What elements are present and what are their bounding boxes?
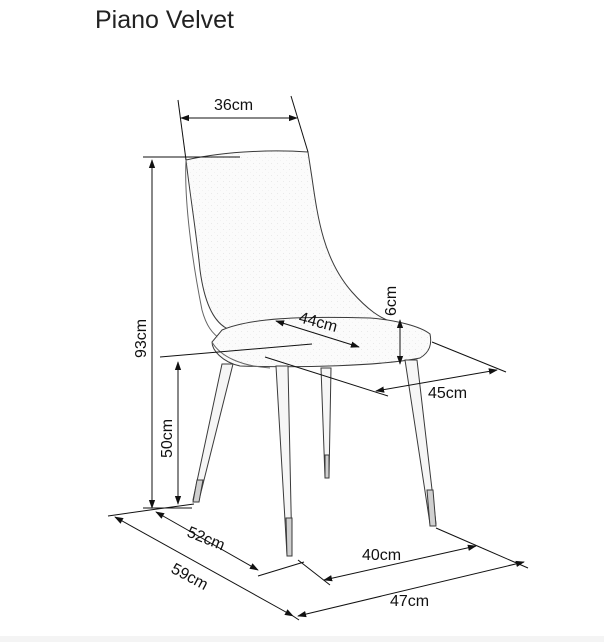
backrest	[185, 150, 393, 331]
label-6cm: 6cm	[383, 286, 400, 316]
front-middle-leg	[275, 365, 293, 557]
label-47cm: 47cm	[390, 593, 429, 610]
label-93cm: 93cm	[133, 319, 150, 358]
label-59cm: 59cm	[168, 561, 211, 594]
chair-illustration	[185, 150, 437, 557]
dim-seat-thickness: 6cm	[383, 286, 404, 365]
footer-strip	[0, 636, 604, 642]
label-50cm: 50cm	[159, 419, 176, 458]
dim-seat-width: 45cm	[264, 341, 507, 402]
front-left-leg	[192, 363, 234, 503]
label-45cm: 45cm	[428, 385, 467, 402]
product-title: Piano Velvet	[95, 6, 234, 34]
dim-base-width: 40cm	[297, 527, 483, 586]
dim-total-depth: 59cm	[107, 509, 294, 617]
dim-backrest-width: 36cm	[177, 95, 309, 161]
dim-total-width: 47cm	[292, 547, 529, 621]
label-52cm: 52cm	[185, 524, 228, 554]
label-36cm: 36cm	[214, 97, 253, 114]
label-40cm: 40cm	[362, 547, 401, 564]
rear-right-leg	[320, 367, 332, 479]
front-right-leg	[404, 359, 437, 527]
